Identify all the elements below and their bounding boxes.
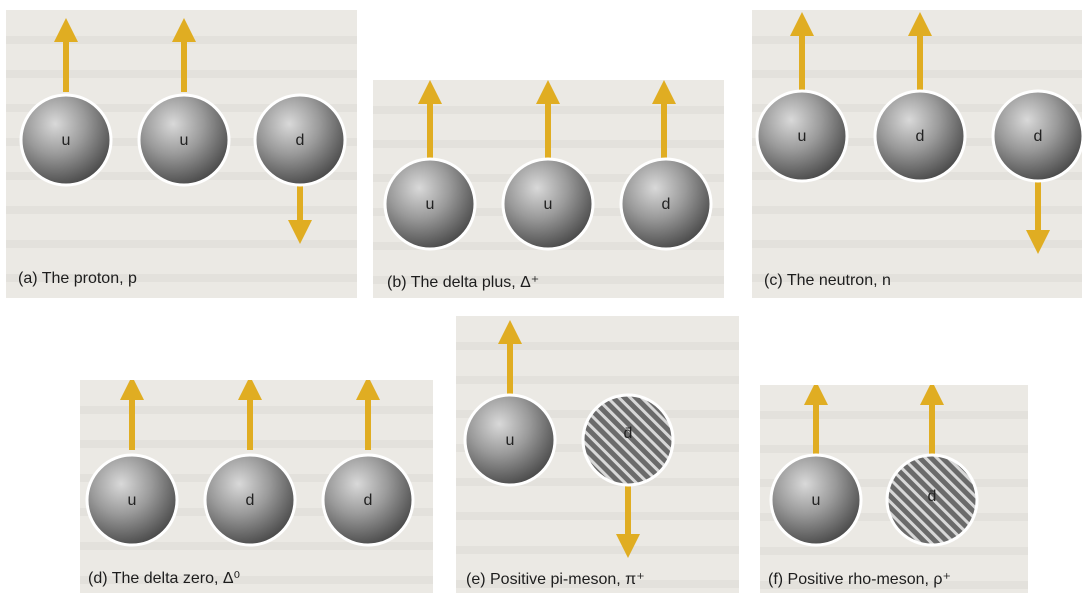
antiquark-label: d̄ <box>624 425 633 442</box>
quark-sphere: d <box>205 455 295 545</box>
panel-rho-meson: u d̄ (f) Positive rho-meson, ρ⁺ <box>760 385 1028 593</box>
quark-sphere: u <box>757 91 847 181</box>
quark-label: d <box>364 492 373 509</box>
quark-label: u <box>128 492 137 509</box>
quark-sphere: u <box>385 159 475 249</box>
panel-caption: (d) The delta zero, Δ⁰ <box>88 568 240 588</box>
quark-label: d <box>916 128 925 145</box>
quark-label: d <box>662 196 671 213</box>
quark-sphere: d <box>993 91 1082 181</box>
quark-sphere: u <box>503 159 593 249</box>
panel-caption: (b) The delta plus, Δ⁺ <box>387 272 539 292</box>
antiquark-sphere: d̄ <box>583 395 673 485</box>
quark-diagram: u d̄ <box>456 316 739 593</box>
antiquark-label: d̄ <box>928 488 937 505</box>
quark-label: u <box>180 132 189 149</box>
quark-label: u <box>62 132 71 149</box>
quark-label: d <box>246 492 255 509</box>
panel-caption: (c) The neutron, n <box>764 272 891 290</box>
quark-diagram: u d d <box>752 10 1082 298</box>
quark-sphere: u <box>139 95 229 185</box>
quark-label: u <box>506 432 515 449</box>
panel-caption: (a) The proton, p <box>18 270 137 288</box>
panel-delta-plus: u u d (b) The delta plus, Δ⁺ <box>373 80 724 298</box>
quark-diagram: u d̄ <box>760 385 1028 593</box>
panel-caption: (e) Positive pi-meson, π⁺ <box>466 569 645 589</box>
quark-sphere: u <box>465 395 555 485</box>
quark-diagram: u u d <box>373 80 724 298</box>
quark-label: u <box>812 492 821 509</box>
quark-sphere: u <box>21 95 111 185</box>
quark-label: u <box>544 196 553 213</box>
antiquark-sphere: d̄ <box>887 455 977 545</box>
quark-label: u <box>798 128 807 145</box>
quark-label: d <box>1034 128 1043 145</box>
quark-sphere: d <box>323 455 413 545</box>
quark-label: d <box>296 132 305 149</box>
quark-label: u <box>426 196 435 213</box>
quark-diagram: u d d <box>80 380 433 593</box>
panel-caption: (f) Positive rho-meson, ρ⁺ <box>768 569 951 589</box>
quark-sphere: u <box>87 455 177 545</box>
quark-sphere: d <box>875 91 965 181</box>
quark-sphere: d <box>621 159 711 249</box>
panel-neutron: u d d (c) The neutron, n <box>752 10 1082 298</box>
panel-pi-meson: u d̄ (e) Positive pi-meson, π⁺ <box>456 316 739 593</box>
panel-delta-zero: u d d (d) The delta zero, Δ⁰ <box>80 380 433 593</box>
quark-sphere: u <box>771 455 861 545</box>
quark-sphere: d <box>255 95 345 185</box>
panel-proton: u u d (a) The proton, p <box>6 10 357 298</box>
quark-diagram: u u d <box>6 10 357 298</box>
